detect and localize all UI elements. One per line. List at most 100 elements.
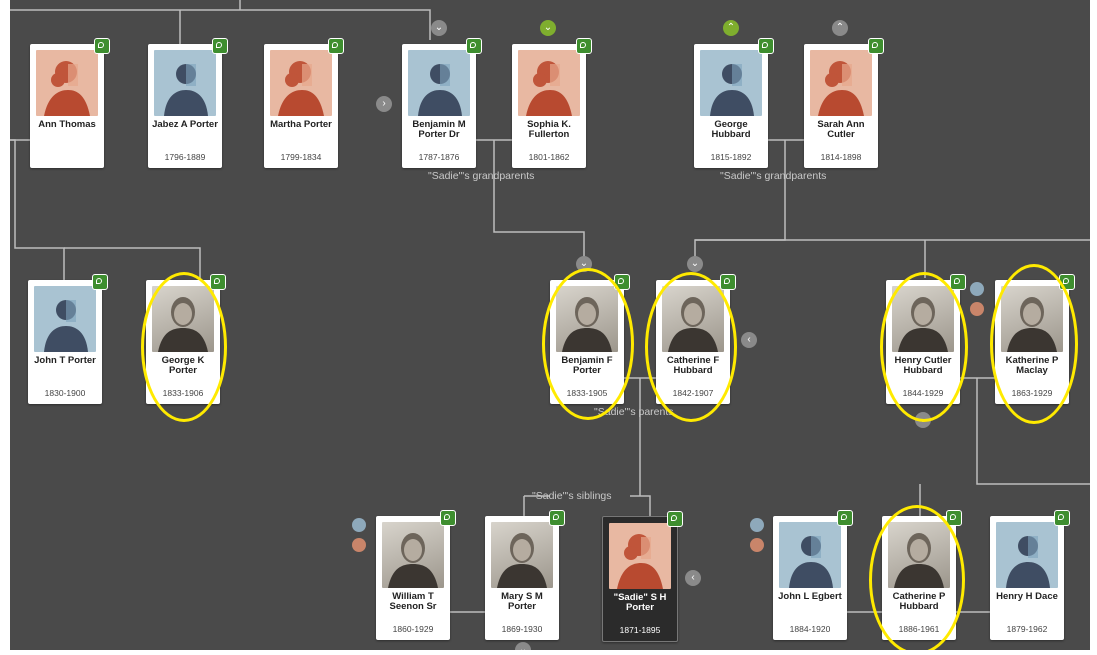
spouse-avatar-icon[interactable] [970,302,984,316]
person-name: Jabez A Porter [152,119,218,130]
person-name: Sarah Ann Cutler [817,119,865,140]
person-card[interactable]: George Hubbard 1815-1892 [694,38,774,168]
male-silhouette-icon [408,50,470,116]
grandparents-label-left: "Sadie"'s grandparents [428,170,535,182]
person-name: John T Porter [34,355,96,366]
person-card[interactable]: William T Seenon Sr 1860-1929 [376,510,456,640]
tree-connector-lines [10,0,1090,613]
leaf-hint-icon[interactable] [667,511,683,527]
portrait-photo [556,286,618,352]
male-silhouette-icon [779,522,841,588]
person-dates: 1787-1876 [418,152,460,162]
family-tree-canvas[interactable]: "Sadie"'s grandparents "Sadie"'s grandpa… [10,0,1090,650]
person-name: William T Seenon Sr [389,591,437,612]
female-silhouette-icon [810,50,872,116]
expand-parents-button[interactable]: ⌄ [431,20,447,36]
portrait-photo [888,522,950,588]
person-dates: 1815-1892 [710,152,752,162]
person-name: Catherine F Hubbard [666,355,720,376]
portrait-photo [491,522,553,588]
leaf-hint-icon[interactable] [868,38,884,54]
male-silhouette-icon [34,286,96,352]
person-name: Katherine P Maclay [1005,355,1059,376]
leaf-hint-icon[interactable] [720,274,736,290]
person-name: George K Porter [161,355,205,376]
person-name: Benjamin F Porter [561,355,613,376]
person-dates: 1886-1961 [898,624,940,634]
portrait-photo [152,286,214,352]
person-name: Martha Porter [270,119,332,130]
leaf-hint-icon[interactable] [614,274,630,290]
person-card[interactable]: Henry Cutler Hubbard 1844-1929 [886,274,966,404]
show-more-right-button[interactable]: › [376,96,392,112]
spouse-avatar-icon[interactable] [970,282,984,296]
person-card[interactable]: Catherine P Hubbard 1886-1961 [882,510,962,640]
expand-parents-button[interactable]: ⌄ [540,20,556,36]
expand-parents-button[interactable]: ⌄ [687,256,703,272]
show-children-left-button[interactable]: ‹ [741,332,757,348]
expand-parents-button[interactable]: ⌄ [576,256,592,272]
leaf-hint-icon[interactable] [758,38,774,54]
spouse-avatar-icon[interactable] [352,538,366,552]
portrait-photo [662,286,724,352]
collapse-parents-button[interactable]: ⌃ [832,20,848,36]
male-silhouette-icon [154,50,216,116]
female-silhouette-icon [518,50,580,116]
person-dates: 1801-1862 [528,152,570,162]
leaf-hint-icon[interactable] [549,510,565,526]
spouse-avatar-icon[interactable] [750,538,764,552]
person-card[interactable]: Jabez A Porter 1796-1889 [148,38,228,168]
siblings-label: "Sadie"'s siblings [532,490,612,502]
spouse-avatar-icon[interactable] [352,518,366,532]
portrait-photo [892,286,954,352]
leaf-hint-icon[interactable] [92,274,108,290]
person-dates: 1860-1929 [392,624,434,634]
leaf-hint-icon[interactable] [837,510,853,526]
person-dates: 1833-1905 [566,388,608,398]
leaf-hint-icon[interactable] [210,274,226,290]
person-card[interactable]: Ann Thomas [30,38,110,168]
person-name: Henry H Dace [996,591,1058,602]
person-dates: 1796-1889 [164,152,206,162]
female-silhouette-icon [36,50,98,116]
leaf-hint-icon[interactable] [1054,510,1070,526]
expand-children-button[interactable]: ⌄ [515,642,531,650]
person-card[interactable]: Martha Porter 1799-1834 [264,38,344,168]
female-silhouette-icon [270,50,332,116]
person-dates: 1814-1898 [820,152,862,162]
leaf-hint-icon[interactable] [950,274,966,290]
leaf-hint-icon[interactable] [328,38,344,54]
collapse-parents-button[interactable]: ⌃ [723,20,739,36]
leaf-hint-icon[interactable] [212,38,228,54]
leaf-hint-icon[interactable] [94,38,110,54]
expand-children-button[interactable]: ⌄ [915,412,931,428]
person-card[interactable]: Benjamin F Porter 1833-1905 [550,274,630,404]
show-children-left-button[interactable]: ‹ [685,570,701,586]
leaf-hint-icon[interactable] [440,510,456,526]
male-silhouette-icon [996,522,1058,588]
person-name: George Hubbard [711,119,751,140]
person-dates: 1799-1834 [280,152,322,162]
person-dates: 1844-1929 [902,388,944,398]
leaf-hint-icon[interactable] [946,510,962,526]
person-name: Ann Thomas [38,119,96,130]
leaf-hint-icon[interactable] [1059,274,1075,290]
leaf-hint-icon[interactable] [576,38,592,54]
parents-label: "Sadie"'s parents [594,406,674,418]
person-card[interactable]: Sarah Ann Cutler 1814-1898 [804,38,884,168]
person-name: Catherine P Hubbard [892,591,946,612]
leaf-hint-icon[interactable] [466,38,482,54]
person-name: Mary S M Porter [501,591,543,612]
spouse-avatar-icon[interactable] [750,518,764,532]
person-name: Henry Cutler Hubbard [894,355,952,376]
